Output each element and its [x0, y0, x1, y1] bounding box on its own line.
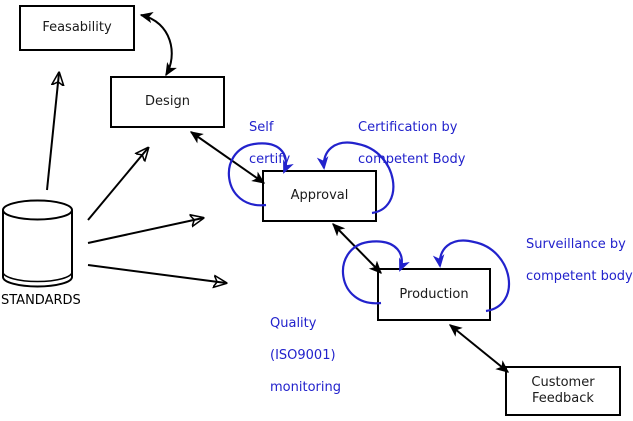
annotation-quality-iso9001-monitoring: Quality (ISO9001) monitoring: [270, 300, 380, 412]
node-approval[interactable]: Approval: [262, 170, 377, 222]
node-design[interactable]: Design: [110, 76, 225, 128]
node-approval-label: Approval: [290, 188, 349, 203]
self-loop-quality: [341, 240, 410, 305]
annotation-certification-competent-body: Certification by competent Body: [358, 104, 528, 184]
annotation-quality-line1: Quality: [270, 316, 317, 331]
annotation-quality-line2: (ISO9001): [270, 348, 336, 363]
edge-production-customer-feedback: [448, 324, 510, 373]
edge-standards-approval: [87, 218, 203, 244]
annotation-surveillance-line1: Surveillance by: [526, 237, 626, 252]
node-customer-feedback[interactable]: Customer Feedback: [505, 366, 621, 416]
annotation-self-certify-line1: Self: [249, 120, 274, 135]
annotation-certification-line1: Certification by: [358, 120, 458, 135]
node-customer-feedback-label-line1: Customer: [531, 375, 595, 390]
edge-standards-production: [87, 264, 226, 283]
node-feasability[interactable]: Feasability: [19, 5, 135, 51]
standards-cylinder-shape: [2, 199, 73, 288]
node-design-label: Design: [145, 94, 190, 109]
node-standards-label: STANDARDS: [1, 293, 81, 308]
edge-standards-feasability: [46, 73, 59, 191]
annotation-quality-line3: monitoring: [270, 380, 341, 395]
edge-standards-design: [87, 148, 148, 221]
annotation-surveillance-competent-body: Surveillance by competent body: [526, 221, 633, 301]
annotation-surveillance-line2: competent body: [526, 269, 633, 284]
self-loop-self-certify: [227, 142, 294, 207]
edge-feasability-design: [139, 12, 177, 77]
self-loop-surveillance: [432, 239, 511, 313]
node-production-label: Production: [399, 286, 469, 302]
edge-production-approval: [332, 223, 382, 274]
edge-design-approval: [189, 131, 266, 184]
node-production[interactable]: Production: [377, 268, 491, 321]
node-customer-feedback-label-line2: Feedback: [532, 391, 594, 406]
self-loop-certification: [316, 141, 395, 215]
standards-text: STANDARDS: [1, 293, 81, 308]
node-feasability-label: Feasability: [42, 20, 112, 35]
annotation-certification-line2: competent Body: [358, 152, 466, 167]
